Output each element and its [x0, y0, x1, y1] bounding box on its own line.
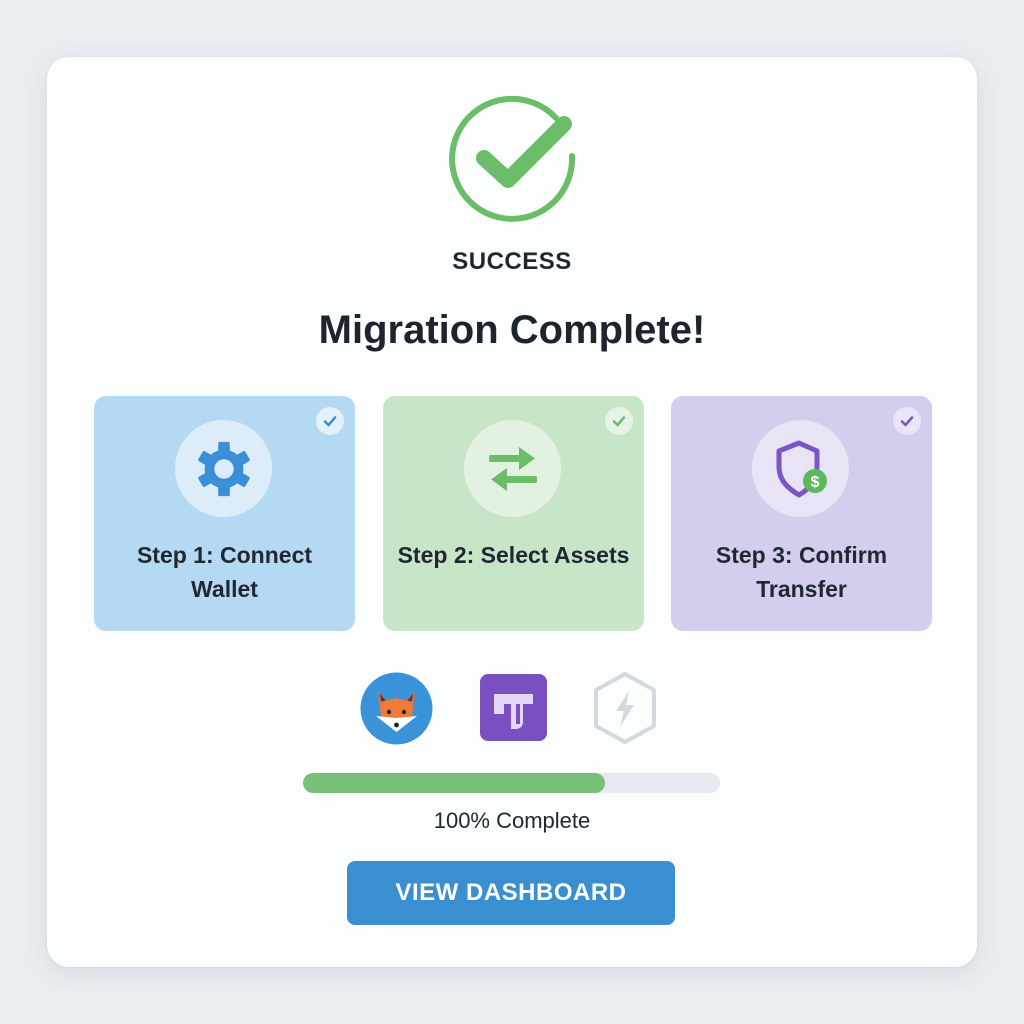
step-label: Step 1: Connect Wallet	[136, 542, 313, 602]
step-completed-check-icon	[893, 407, 921, 435]
step-card-connect-wallet[interactable]: Step 1: Connect Wallet	[94, 396, 355, 631]
progress-text: 100% Complete	[433, 808, 591, 833]
progress-bar-fill	[303, 773, 606, 793]
page-title: Migration Complete!	[318, 308, 706, 352]
shield-dollar-icon: $	[752, 420, 849, 517]
step-completed-check-icon	[316, 407, 344, 435]
t-logo-wallet-icon[interactable]	[480, 674, 547, 741]
view-dashboard-button[interactable]: VIEW DASHBOARD	[347, 861, 675, 925]
status-label: SUCCESS	[452, 248, 572, 275]
step-completed-check-icon	[605, 407, 633, 435]
svg-text:$: $	[810, 474, 819, 491]
step-label: Step 3: Confirm Transfer	[715, 542, 888, 602]
lightning-hexagon-icon	[594, 672, 656, 744]
swap-arrows-icon	[464, 420, 561, 517]
step-card-confirm-transfer[interactable]: $ Step 3: Confirm Transfer	[671, 396, 932, 631]
step-label: Step 2: Select Assets	[397, 542, 630, 568]
gear-icon	[175, 420, 272, 517]
check-circle-icon	[449, 96, 576, 222]
step-card-select-assets[interactable]: Step 2: Select Assets	[383, 396, 644, 631]
progress-bar	[303, 773, 720, 793]
fox-wallet-icon[interactable]	[360, 672, 433, 745]
